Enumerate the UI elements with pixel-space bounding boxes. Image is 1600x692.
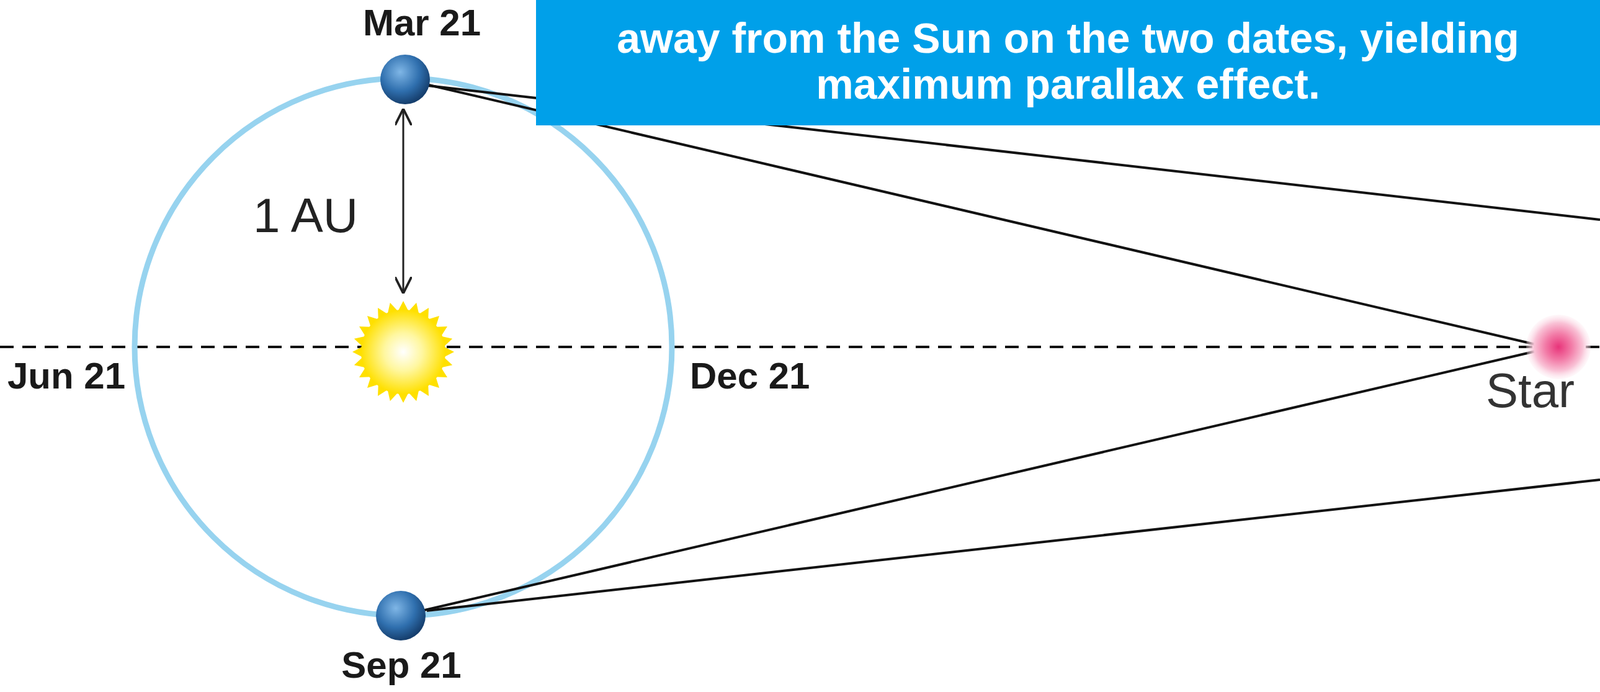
distance-arrow xyxy=(402,110,405,292)
date-label: Sep 21 xyxy=(341,643,461,687)
earth xyxy=(380,54,430,105)
earth-orbit xyxy=(134,78,672,616)
star-label: Star xyxy=(1485,362,1575,419)
sight-line xyxy=(426,479,1600,611)
date-label: Mar 21 xyxy=(362,1,481,45)
sight-line xyxy=(400,348,1547,616)
earth xyxy=(375,590,426,641)
sun-rays xyxy=(352,300,455,403)
banner-text: away from the Sun on the two dates, yiel… xyxy=(550,14,1586,107)
sun xyxy=(361,309,446,394)
date-label: Jun 21 xyxy=(7,354,126,398)
date-label: Dec 21 xyxy=(689,354,810,398)
distance-label: 1 AU xyxy=(253,187,358,244)
caption-banner: away from the Sun on the two dates, yiel… xyxy=(536,0,1600,126)
baseline-dashed xyxy=(0,345,1600,349)
